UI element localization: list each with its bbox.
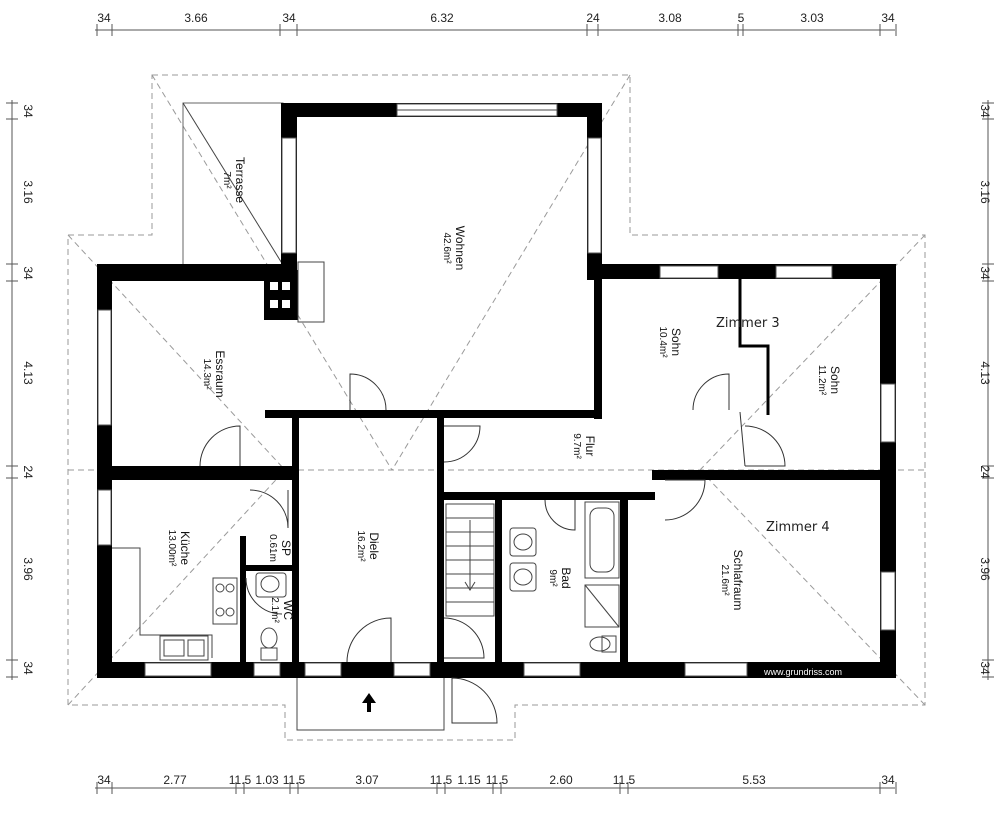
dim-right-1: 3.16 [978,180,992,204]
room-name-flur: Flur [583,436,597,457]
dim-bottom-12: 34 [881,773,895,787]
windows [97,103,896,677]
room-name-wohnen: Wohnen [453,226,467,270]
dimension-lines [6,24,994,794]
dim-left-5: 3.96 [21,557,35,581]
room-name-essraum: Essraum [213,350,227,397]
top-dimension-labels: 34 3.66 34 6.32 24 3.08 5 3.03 34 [97,11,895,25]
room-area-sohn-2: 11.2m² [816,365,827,396]
room-name-diele: Diele [367,532,381,560]
doors [199,373,786,724]
dim-bottom-9: 2.60 [549,773,573,787]
room-area-bad: 9m² [547,569,558,587]
dim-bottom-11: 5.53 [742,773,766,787]
sohn-partition [738,279,770,467]
watermark: www.grundriss.com [763,667,842,677]
dim-left-1: 3.16 [21,180,35,204]
room-area-schlafraum: 21.6m² [719,564,730,596]
dim-bottom-3: 1.03 [255,773,279,787]
terrace-area [182,102,284,266]
room-name-sp: SP [279,540,293,556]
annotation-zimmer-3: Zimmer 3 [716,316,780,331]
room-name-wc: WC [281,600,295,620]
dim-left-4: 24 [21,465,35,479]
room-area-terrasse: 7m² [221,171,232,189]
dim-right-2: 34 [978,266,992,280]
dim-right-4: 24 [978,465,992,479]
room-labels: Terrasse 7m² Wohnen 42.6m² Essraum 14.3m… [166,157,842,623]
dim-bottom-2: 11.5 [229,773,252,787]
dim-left-3: 4.13 [21,361,35,385]
dim-top-7: 3.03 [800,11,824,25]
dim-bottom-4: 11.5 [283,773,306,787]
left-dimension-labels: 34 3.16 34 4.13 24 3.96 34 [21,104,35,675]
dim-right-3: 4.13 [978,361,992,385]
dim-left-2: 34 [21,266,35,280]
room-name-schlafraum: Schlafraum [731,550,745,611]
room-area-flur: 9.7m² [571,433,582,459]
room-area-diele: 16.2m² [355,530,366,562]
dim-top-4: 24 [586,11,600,25]
up-arrow-icon [362,693,376,712]
bottom-dimension-labels: 34 2.77 11.5 1.03 11.5 3.07 11.5 1.15 11… [97,773,895,787]
dim-top-6: 5 [738,11,745,25]
room-name-kueche: Küche [178,531,192,565]
dim-left-6: 34 [21,661,35,675]
dim-bottom-1: 2.77 [163,773,187,787]
dim-right-0: 34 [978,104,992,118]
dim-bottom-7: 1.15 [457,773,481,787]
dim-right-6: 34 [978,661,992,675]
fireplace [270,261,325,323]
annotation-zimmer-4: Zimmer 4 [766,520,830,535]
room-name-bad: Bad [559,567,573,588]
dim-bottom-8: 11.5 [486,773,509,787]
room-area-wohnen: 42.6m² [441,232,452,264]
room-name-terrasse: Terrasse [233,157,247,203]
dim-top-5: 3.08 [658,11,682,25]
room-name-sohn-2: Sohn [828,366,842,394]
room-area-sohn-1: 10.4m² [657,326,668,358]
dim-bottom-6: 11.5 [430,773,453,787]
fixtures [112,501,620,731]
dim-bottom-10: 11.5 [613,773,636,787]
room-area-essraum: 14.3m² [201,358,212,390]
dim-top-2: 34 [282,11,296,25]
room-area-sp: 0.61m [267,534,278,562]
room-area-kueche: 13.00m² [166,530,177,567]
dim-top-3: 6.32 [430,11,454,25]
dim-top-1: 3.66 [184,11,208,25]
dim-left-0: 34 [21,104,35,118]
room-name-sohn-1: Sohn [669,328,683,356]
dim-right-5: 3.96 [978,557,992,581]
dim-bottom-0: 34 [97,773,111,787]
room-area-wc: 2.1m² [269,597,280,623]
dim-top-0: 34 [97,11,111,25]
dim-top-8: 34 [881,11,895,25]
right-dimension-labels: 34 3.16 34 4.13 24 3.96 34 [978,104,992,675]
dim-bottom-5: 3.07 [355,773,379,787]
